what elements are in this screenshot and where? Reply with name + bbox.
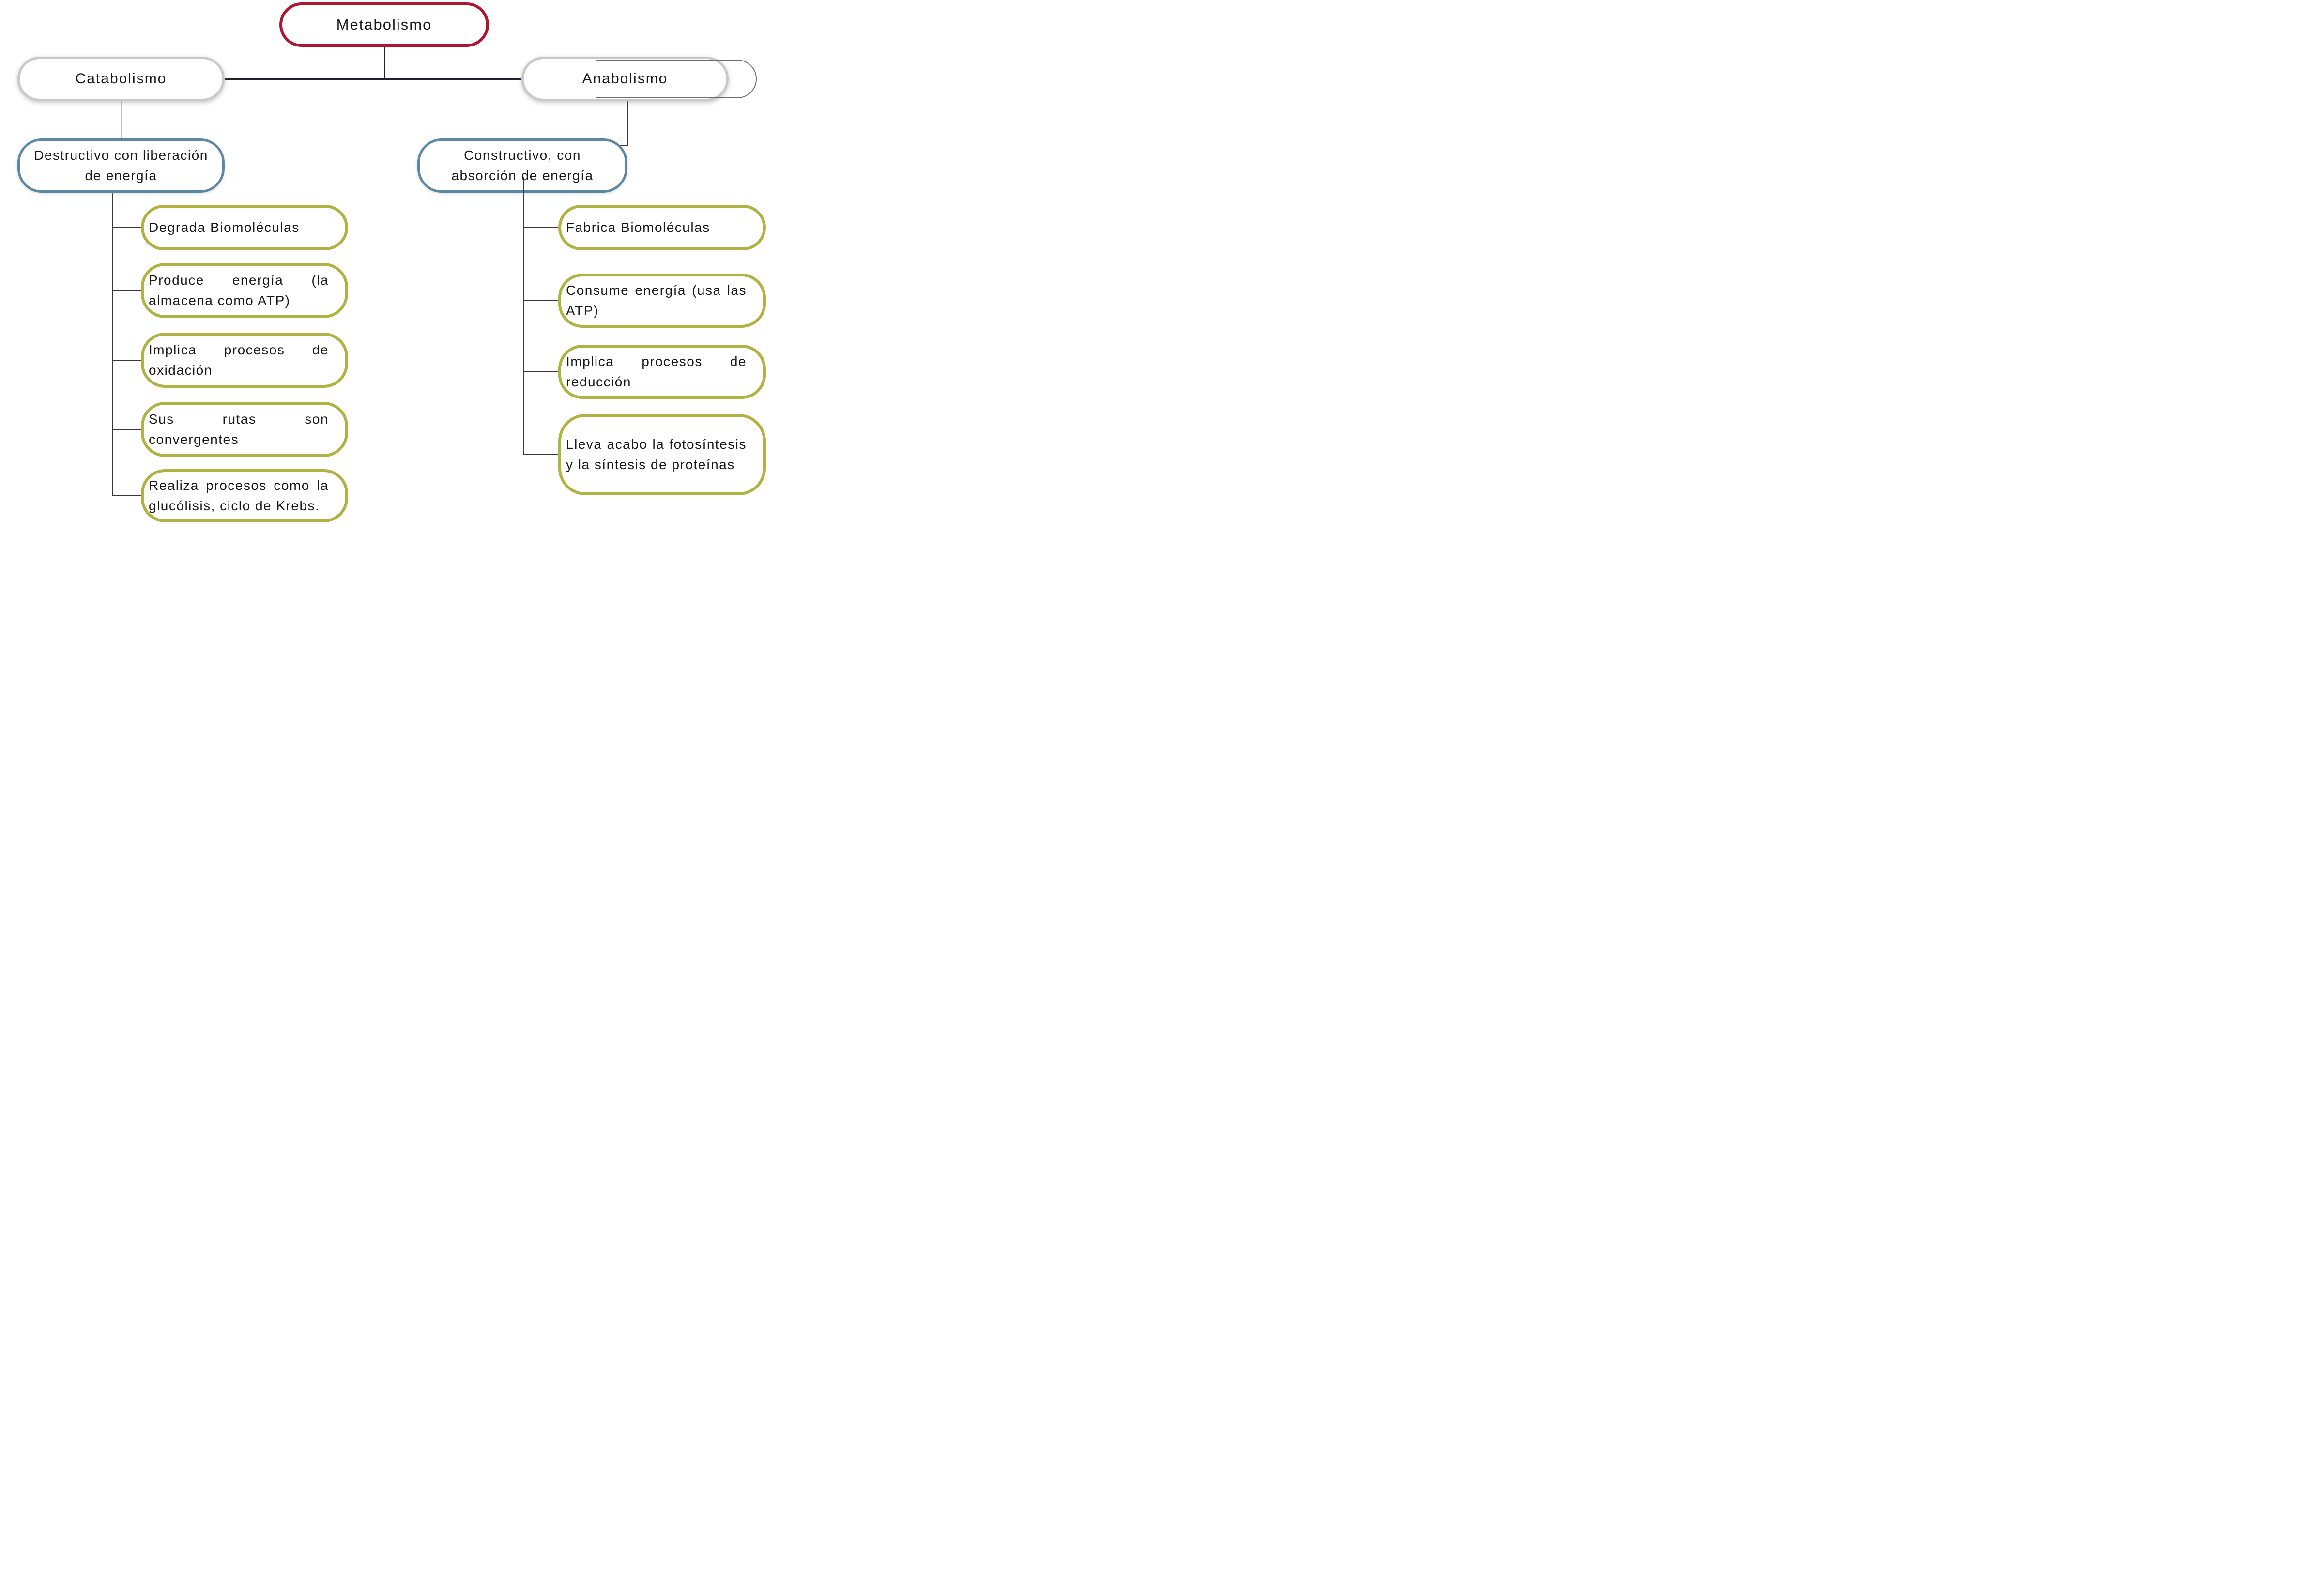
node-anabolismo: Anabolismo [521, 57, 729, 101]
node-constructivo-definition: Constructivo, con absorción de energía [417, 138, 627, 193]
item-label: Sus rutas son convergentes [149, 412, 329, 447]
connector-stub-degrada [112, 227, 146, 228]
connector-main-horizontal [225, 78, 521, 80]
item-label: Fabrica Biomoléculas [566, 220, 710, 235]
item-label: Produce energía (la almacena como ATP) [149, 273, 329, 308]
node-item-procesos-reduccion: Implica procesos de reducción [558, 345, 766, 399]
connector-stub-rutas [112, 429, 146, 430]
node-item-degrada-biomoleculas: Degrada Biomoléculas [141, 205, 348, 250]
node-item-consume-energia: Consume energía (usa las ATP) [558, 274, 766, 328]
item-label: Consume energía (usa las ATP) [566, 283, 747, 318]
connector-right-trunk-overlay [523, 177, 524, 193]
node-item-fabrica-biomoleculas: Fabrica Biomoléculas [558, 205, 766, 250]
concept-map-metabolismo: Metabolismo Catabolismo Anabolismo Destr… [0, 0, 775, 524]
node-destructivo-label: Destructivo con liberación de energía [34, 148, 208, 183]
item-label: Lleva acabo la fotosíntesis y la síntesi… [566, 437, 747, 472]
connector-anabolismo-drop [627, 101, 628, 146]
node-catabolismo: Catabolismo [17, 57, 225, 101]
node-constructivo-label: Constructivo, con absorción de energía [451, 148, 594, 183]
connector-stub-oxidacion [112, 360, 146, 361]
connector-stub-produce [112, 290, 146, 291]
connector-right-trunk [523, 145, 524, 455]
connector-stub-consume [523, 300, 563, 301]
node-metabolismo-label: Metabolismo [336, 16, 432, 33]
item-label: Implica procesos de oxidación [149, 342, 329, 378]
connector-catabolismo-drop [121, 101, 122, 139]
item-label: Realiza procesos como la glucólisis, cic… [149, 478, 329, 513]
connector-root-drop [384, 47, 385, 79]
node-metabolismo: Metabolismo [279, 2, 489, 47]
connector-stub-realiza [112, 495, 146, 496]
node-destructivo-definition: Destructivo con liberación de energía [17, 138, 225, 193]
connector-left-trunk [112, 193, 113, 496]
node-item-produce-energia: Produce energía (la almacena como ATP) [141, 263, 348, 318]
connector-stub-reduccion [523, 371, 563, 372]
connector-stub-lleva [523, 454, 563, 455]
node-item-fotosintesis-proteinas: Lleva acabo la fotosíntesis y la síntesi… [558, 414, 766, 495]
node-anabolismo-label: Anabolismo [582, 71, 668, 87]
node-catabolismo-label: Catabolismo [75, 71, 167, 87]
item-label: Degrada Biomoléculas [149, 220, 300, 235]
item-label: Implica procesos de reducción [566, 354, 747, 389]
connector-stub-fabrica [523, 227, 563, 228]
node-anabolismo-ghost-outline [596, 60, 757, 98]
node-item-glucolisis-krebs: Realiza procesos como la glucólisis, cic… [141, 469, 348, 522]
node-item-rutas-convergentes: Sus rutas son convergentes [141, 402, 348, 457]
node-item-procesos-oxidacion: Implica procesos de oxidación [141, 333, 348, 388]
